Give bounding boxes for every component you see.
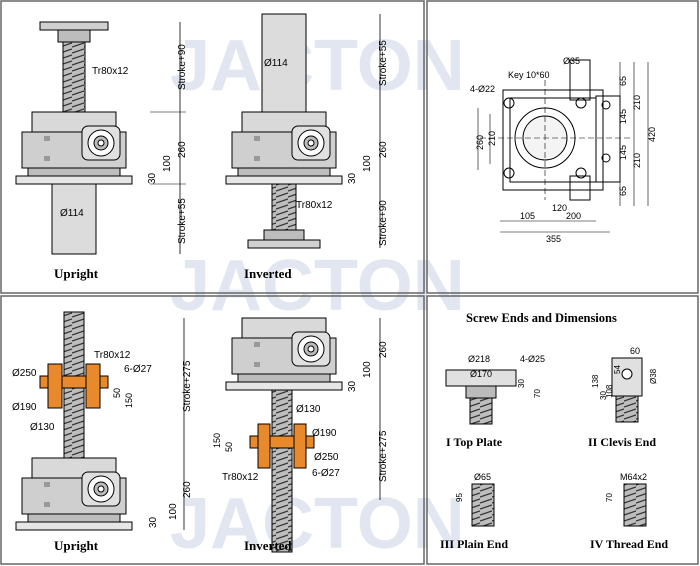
frame-screw-ends-panel xyxy=(426,295,699,565)
upright-h100-label: 100 xyxy=(162,155,173,172)
v210b-label: 210 xyxy=(632,153,642,168)
watermark-text-2: JACTON xyxy=(170,246,465,326)
holes-label: 4-Ø22 xyxy=(470,84,495,94)
plain-end-n95-label: 95 xyxy=(455,493,464,502)
frame-upright-panel xyxy=(0,0,425,294)
h355-label: 355 xyxy=(546,234,561,244)
upright-traveling-nut-drawing xyxy=(15,311,133,531)
upright-jack-drawing xyxy=(15,21,133,255)
inverted-tube-label: Ø114 xyxy=(264,58,288,69)
clevis-n54-label: 54 xyxy=(613,365,622,374)
upright-tn-caption: Upright xyxy=(54,538,99,553)
inverted-tn-d250-label: Ø250 xyxy=(314,452,339,463)
inverted-h30-label: 30 xyxy=(347,172,358,184)
clevis-end-label: II Clevis End xyxy=(588,435,656,449)
clevis-d38-label: Ø38 xyxy=(649,368,658,384)
top-plate-label: I Top Plate xyxy=(446,435,503,449)
inverted-traveling-nut-drawing xyxy=(225,317,343,553)
watermark-text-1: JACTON xyxy=(170,26,465,106)
inverted-caption: Inverted xyxy=(244,266,292,281)
top-plate-n30-label: 30 xyxy=(517,379,526,388)
inverted-tn-d130-label: Ø130 xyxy=(296,404,321,415)
upright-tn-n150-label: 150 xyxy=(124,393,134,408)
top-plate-drawing xyxy=(445,369,517,425)
v420-label: 420 xyxy=(647,127,657,142)
top-view-drawing xyxy=(480,59,630,201)
inverted-stroke-bottom-label: Stroke+90 xyxy=(378,200,389,246)
inverted-tn-n50-label: 50 xyxy=(224,442,234,452)
thread-end-n70-label: 70 xyxy=(605,493,614,502)
upright-tn-h100-label: 100 xyxy=(168,503,179,520)
v210a-label: 210 xyxy=(632,95,642,110)
shaft-dia-label: Ø35 xyxy=(563,56,580,66)
inverted-tn-h260-label: 260 xyxy=(378,341,389,358)
top-plate-d170-label: Ø170 xyxy=(470,369,492,379)
upright-h30-label: 30 xyxy=(147,172,158,184)
v145b-label: 145 xyxy=(618,145,628,160)
h105-label: 105 xyxy=(520,211,535,221)
clevis-n138-label: 138 xyxy=(591,374,600,388)
h200-label: 200 xyxy=(566,211,581,221)
inverted-tn-h100-label: 100 xyxy=(362,361,373,378)
clevis-end-drawing xyxy=(611,357,643,423)
upright-tn-holes-label: 6-Ø27 xyxy=(124,364,152,375)
top-plate-d218-label: Ø218 xyxy=(468,354,490,364)
clevis-n30-label: 30 xyxy=(599,391,608,400)
upright-tn-h30-label: 30 xyxy=(148,516,159,528)
key-label: Key 10*60 xyxy=(508,70,550,80)
plain-end-label: III Plain End xyxy=(440,537,508,551)
upright-tn-screw-label: Tr80x12 xyxy=(94,350,131,361)
upright-screw-label: Tr80x12 xyxy=(92,66,129,77)
upright-stroke-bottom-label: Stroke+55 xyxy=(177,198,188,244)
upright-h260-label: 260 xyxy=(177,141,188,158)
upright-stroke-top-label: Stroke+90 xyxy=(177,44,188,90)
inverted-tn-d190-label: Ø190 xyxy=(312,428,337,439)
v145a-label: 145 xyxy=(618,109,628,124)
inverted-tn-h30-label: 30 xyxy=(347,380,358,392)
v65b-label: 65 xyxy=(618,186,628,196)
inverted-tn-caption: Inverted xyxy=(244,538,292,553)
plain-end-d65-label: Ø65 xyxy=(474,472,491,482)
upright-tn-d130-label: Ø130 xyxy=(30,422,55,433)
inverted-jack-drawing xyxy=(225,13,343,249)
upright-tn-h260-label: 260 xyxy=(182,481,193,498)
inverted-tn-holes-label: 6-Ø27 xyxy=(312,468,340,479)
inverted-screw-label: Tr80x12 xyxy=(296,200,333,211)
l260-label: 260 xyxy=(475,135,485,150)
inverted-h260-label: 260 xyxy=(378,141,389,158)
watermark-group: JACTON JACTON JACTON xyxy=(170,26,465,564)
frame-top-view-panel xyxy=(426,0,699,294)
v65a-label: 65 xyxy=(618,76,628,86)
upright-tn-n50-label: 50 xyxy=(112,388,122,398)
inverted-tn-n150-label: 150 xyxy=(212,433,222,448)
thread-end-label: IV Thread End xyxy=(590,537,668,551)
top-plate-holes-label: 4-Ø25 xyxy=(520,354,545,364)
inverted-tn-stroke-label: Stroke+275 xyxy=(378,430,389,482)
top-plate-n70-label: 70 xyxy=(533,389,542,398)
upright-tn-d250-label: Ø250 xyxy=(12,368,37,379)
upright-caption: Upright xyxy=(54,266,99,281)
h120-label: 120 xyxy=(552,203,567,213)
inverted-stroke-top-label: Stroke+55 xyxy=(378,40,389,86)
inverted-tn-screw-label: Tr80x12 xyxy=(222,472,259,483)
upright-tn-stroke-label: Stroke+275 xyxy=(182,360,193,412)
clevis-n108-label: 108 xyxy=(605,384,614,398)
inverted-h100-label: 100 xyxy=(362,155,373,172)
watermark-text-3: JACTON xyxy=(170,484,465,564)
l210-label: 210 xyxy=(487,131,497,146)
plain-end-drawing xyxy=(471,483,495,527)
upright-tn-d190-label: Ø190 xyxy=(12,402,37,413)
upright-tube-label: Ø114 xyxy=(60,208,84,219)
thread-end-thread-label: M64x2 xyxy=(620,472,647,482)
clevis-n60-label: 60 xyxy=(630,346,640,356)
frame-traveling-panel xyxy=(0,295,425,565)
thread-end-drawing xyxy=(623,483,647,527)
screw-ends-title: Screw Ends and Dimensions xyxy=(466,311,617,325)
